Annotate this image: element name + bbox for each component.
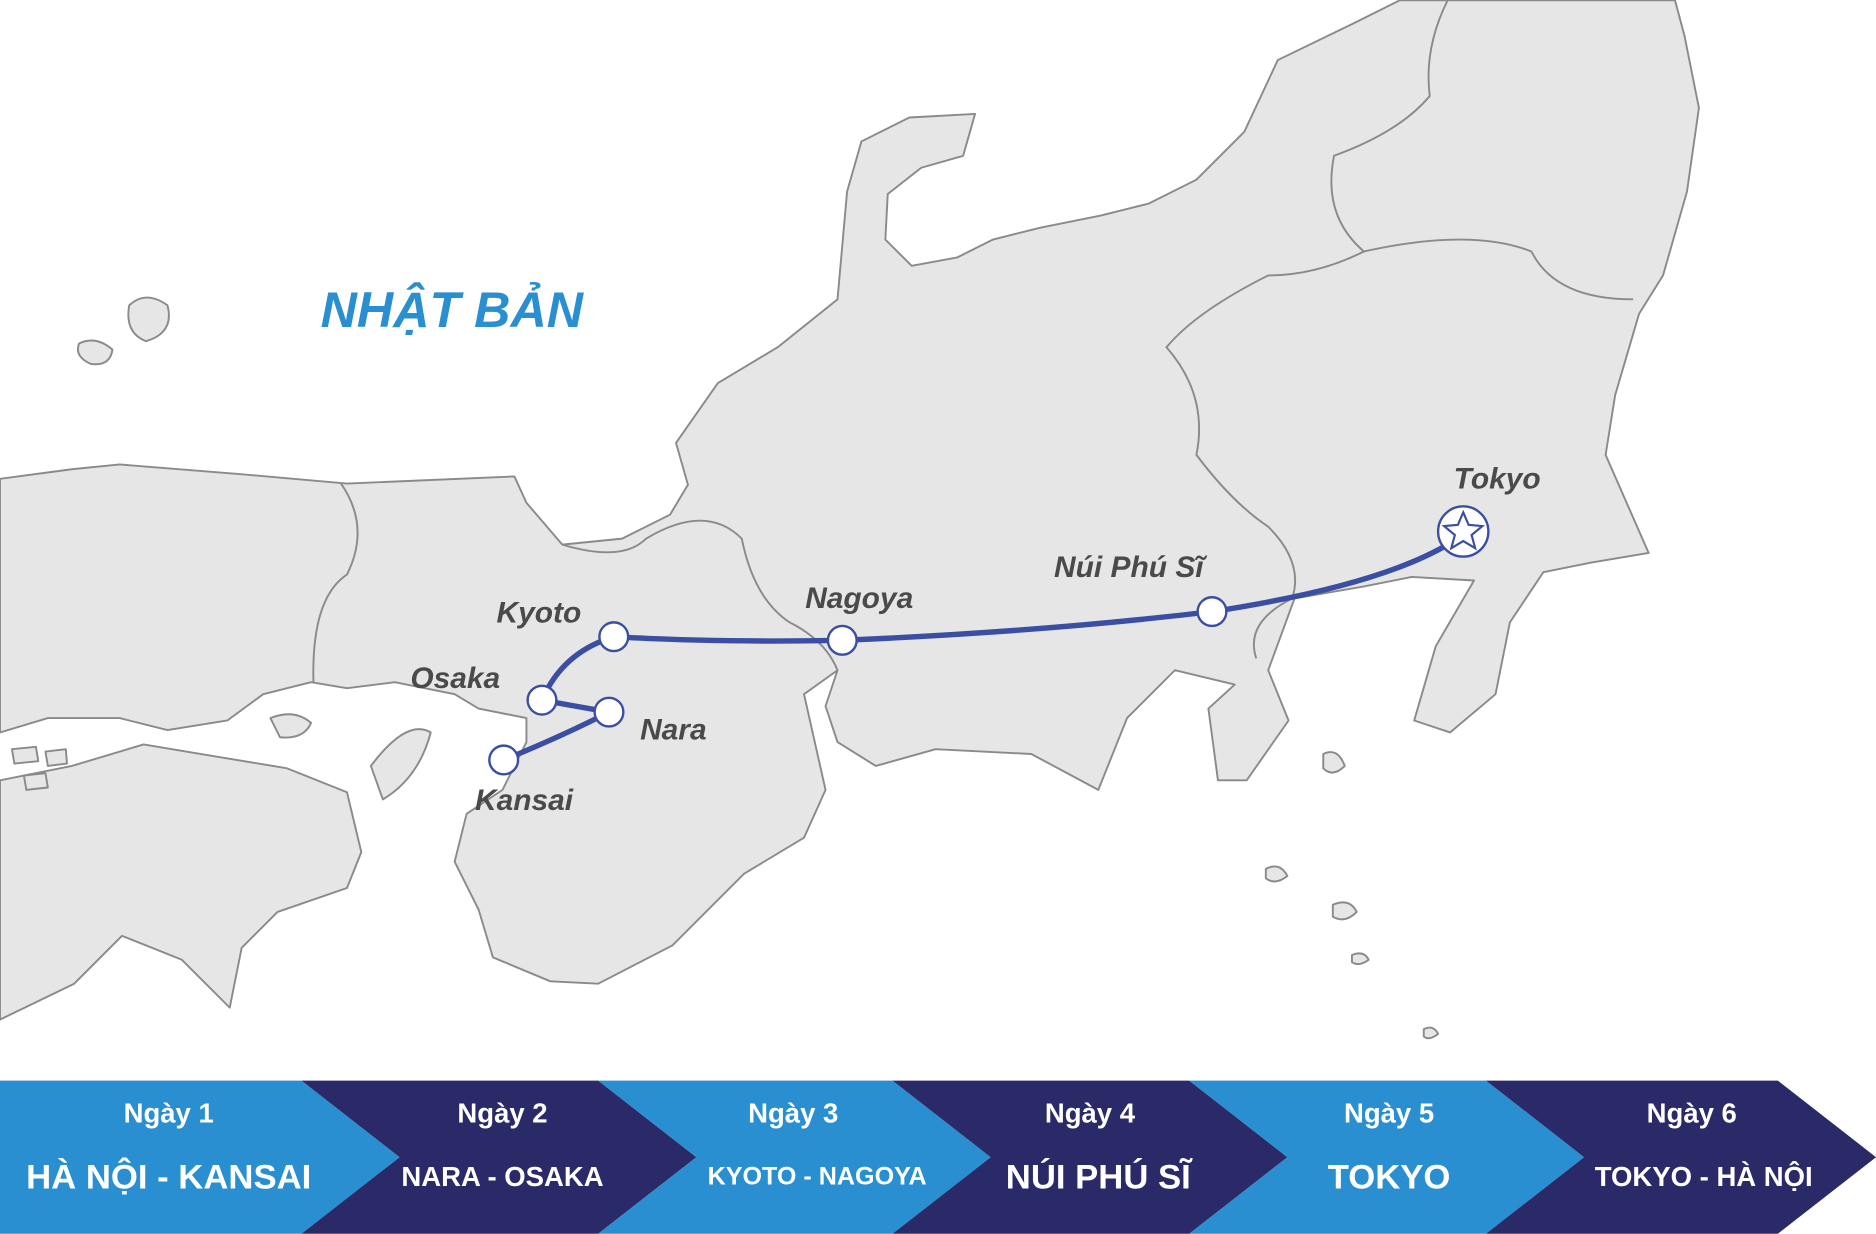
itinerary-banner: Ngày 1 HÀ NỘI - KANSAI Ngày 2 NARA - OSA… <box>0 1080 1876 1234</box>
route <box>488 505 1490 776</box>
region-border <box>1165 0 1449 659</box>
day-5-route: TOKYO <box>1328 1158 1451 1196</box>
island <box>369 728 432 801</box>
day-1-label: Ngày 1 <box>124 1097 214 1128</box>
island <box>44 748 68 767</box>
stop-marker-kyoto[interactable] <box>598 621 630 653</box>
day-2-chevron[interactable] <box>301 1080 697 1234</box>
city-label-nara: Nara <box>640 714 707 747</box>
island <box>22 772 49 791</box>
shikoku-kyushu <box>0 743 363 1021</box>
day-4-label: Ngày 4 <box>1045 1097 1136 1128</box>
day-1-chevron[interactable] <box>0 1080 400 1234</box>
day-4-chevron[interactable] <box>892 1080 1288 1234</box>
day-6-chevron[interactable] <box>1485 1080 1876 1234</box>
island <box>1422 1026 1440 1040</box>
landmass <box>0 0 1700 1040</box>
island <box>1351 952 1370 966</box>
region-border <box>312 483 359 683</box>
day-4-route: NÚI PHÚ SĨ <box>1006 1156 1193 1196</box>
day-5-chevron[interactable] <box>1189 1080 1585 1234</box>
city-label-nui-phu-si: Núi Phú Sĩ <box>1054 551 1207 584</box>
honshu <box>0 0 1700 985</box>
stop-marker-osaka[interactable] <box>526 684 558 716</box>
city-label-tokyo: Tokyo <box>1454 462 1541 495</box>
stop-marker-nui-phu-si[interactable] <box>1196 596 1228 628</box>
stop-marker-nara[interactable] <box>593 696 625 728</box>
island <box>1322 751 1346 774</box>
island <box>1264 865 1289 883</box>
island <box>127 296 170 343</box>
star-icon <box>1441 509 1486 551</box>
day-2-route: NARA - OSAKA <box>401 1161 603 1192</box>
city-label-osaka: Osaka <box>410 662 500 695</box>
stop-marker-nagoya[interactable] <box>826 624 858 656</box>
city-label-kansai: Kansai <box>475 784 574 817</box>
day-3-chevron[interactable] <box>598 1080 991 1234</box>
island <box>1331 901 1358 921</box>
city-label-kyoto: Kyoto <box>497 596 582 629</box>
day-6-route: TOKYO - HÀ NỘI <box>1595 1160 1813 1192</box>
city-label-nagoya: Nagoya <box>805 582 913 615</box>
day-3-route: KYOTO - NAGOYA <box>708 1163 927 1191</box>
city-labels: Tokyo Núi Phú Sĩ Nagoya Kyoto Osaka Nara… <box>410 462 1540 817</box>
island <box>11 745 40 765</box>
day-5-label: Ngày 5 <box>1344 1097 1434 1128</box>
region-border <box>562 519 839 671</box>
day-1-route: HÀ NỘI - KANSAI <box>26 1156 311 1196</box>
region-border <box>1363 238 1634 301</box>
map-title: NHẬT BẢN <box>321 282 585 338</box>
stop-marker-kansai[interactable] <box>488 744 520 776</box>
island <box>76 339 114 366</box>
day-2-label: Ngày 2 <box>457 1097 547 1128</box>
day-6-label: Ngày 6 <box>1647 1097 1737 1128</box>
island <box>269 713 313 739</box>
day-3-label: Ngày 3 <box>748 1097 838 1128</box>
